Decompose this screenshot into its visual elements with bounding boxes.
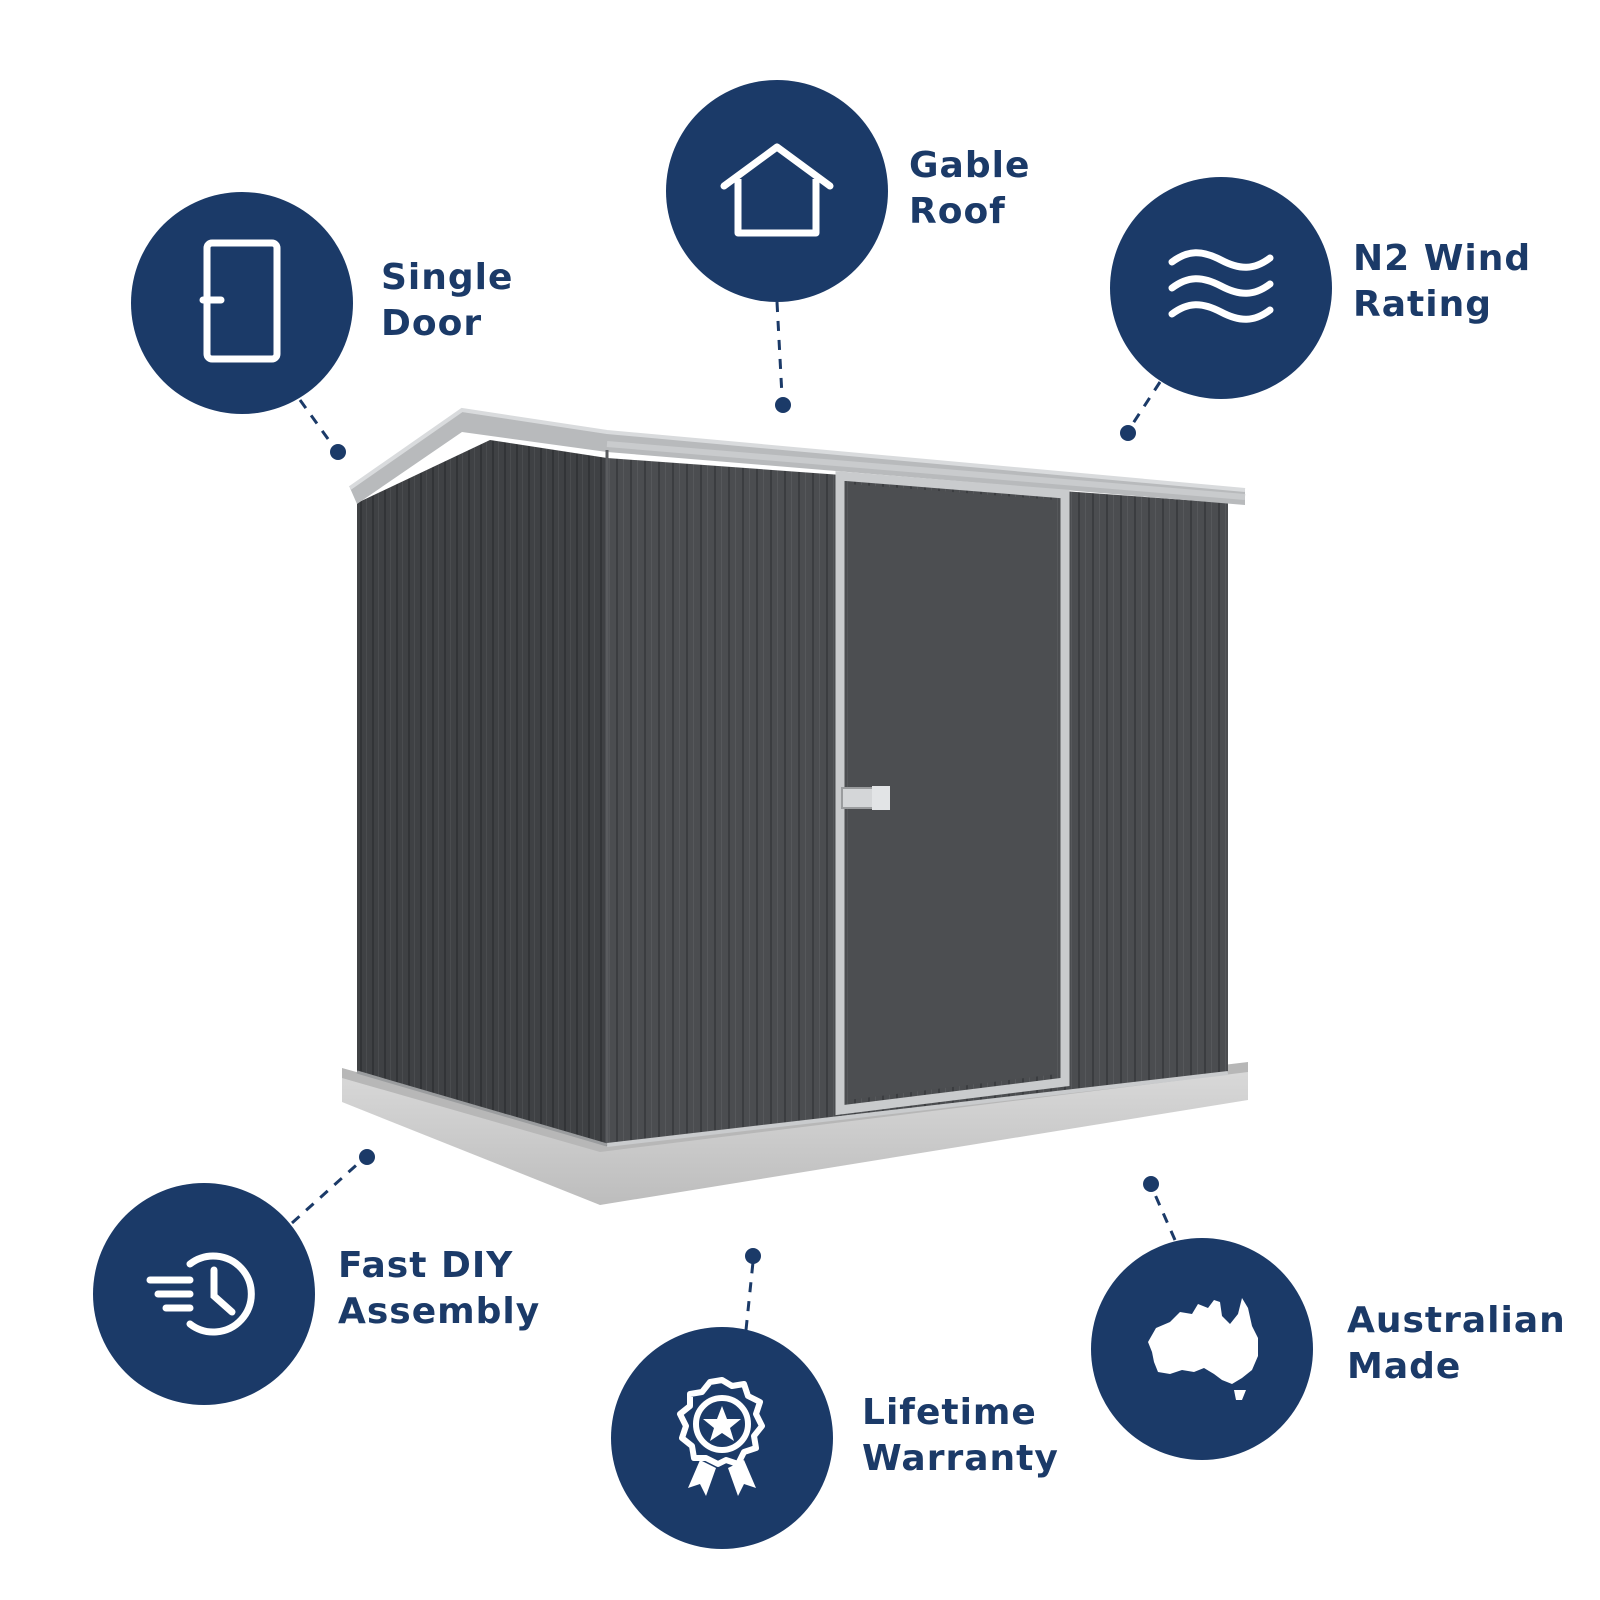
connector-single-door (298, 399, 338, 451)
connector-gable-roof (775, 301, 784, 397)
label-fast-assembly: Fast DIY Assembly (338, 1245, 541, 1332)
connector-australian-made (1151, 1189, 1177, 1241)
connector-lifetime-warranty (744, 1261, 755, 1331)
australia-map-icon (1148, 1298, 1258, 1400)
label-single-door: Single Door (381, 257, 514, 344)
roof-fascia (606, 441, 1246, 500)
badge-lifetime-warranty (611, 1327, 833, 1549)
connector-dot (745, 1248, 761, 1264)
label-australian-made: Australian Made (1347, 1300, 1566, 1387)
wind-icon (1168, 249, 1274, 323)
badge-gable-roof (666, 80, 888, 302)
fast-clock-icon (146, 1252, 255, 1336)
connector-dot (775, 397, 791, 413)
connector-dot (1120, 425, 1136, 441)
connector-dot (330, 444, 346, 460)
bottom-trim (606, 1071, 1229, 1147)
badge-fast-assembly (93, 1183, 315, 1405)
connector-wind-rating (1128, 381, 1162, 429)
house-icon (720, 143, 834, 237)
concrete-slab (342, 1068, 1248, 1205)
door-panel (848, 484, 1057, 1100)
door-icon (199, 239, 281, 363)
connector-fast-assembly (290, 1158, 364, 1225)
badge-wind-rating (1110, 177, 1332, 399)
label-lifetime-warranty: Lifetime Warranty (862, 1392, 1059, 1479)
connector-dot (359, 1149, 375, 1165)
label-gable-roof: Gable Roof (909, 145, 1031, 232)
connector-dot (1143, 1176, 1159, 1192)
award-ribbon-icon (677, 1377, 765, 1496)
shed-side-wall (357, 440, 607, 1145)
bottom-trim-side (356, 1070, 608, 1147)
roof-edge (348, 407, 1246, 492)
badge-australian-made (1091, 1238, 1313, 1460)
door-latch-plate (872, 786, 890, 810)
door-frame (835, 471, 1070, 1116)
badge-single-door (131, 192, 353, 414)
label-wind-rating: N2 Wind Rating (1353, 238, 1532, 325)
